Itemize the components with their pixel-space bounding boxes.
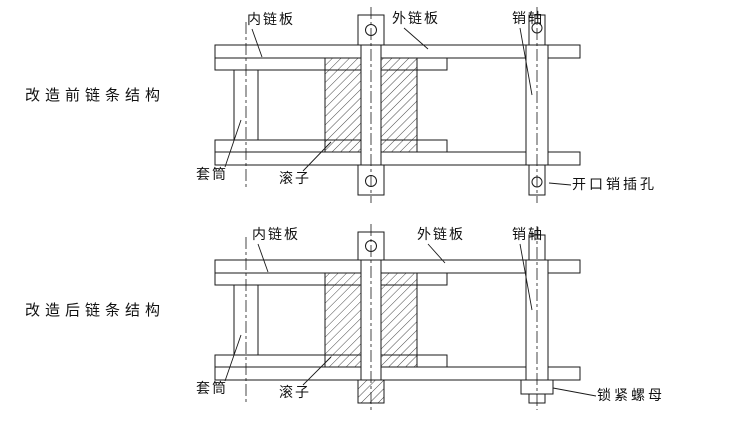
leader-lines-after (224, 243, 597, 397)
label-lock-nut-after: 锁紧螺母 (597, 389, 665, 404)
centerlines-after (245, 224, 538, 410)
roller-left (324, 57, 362, 153)
label-pin-before: 销轴 (512, 12, 544, 27)
roller-left (324, 272, 362, 368)
label-inner-plate-before: 内链板 (247, 13, 295, 28)
outer-plate-bottom (214, 366, 581, 381)
chain-after (214, 224, 597, 410)
label-outer-plate-after: 外链板 (417, 228, 465, 243)
middle-pin-body (360, 44, 382, 166)
label-sleeve-after: 套筒 (196, 382, 228, 397)
diagram-after-title: 改造后链条结构 (25, 303, 166, 319)
pin-body (525, 44, 549, 166)
label-pin-after: 销轴 (512, 228, 544, 243)
label-inner-plate-after: 内链板 (252, 228, 300, 243)
centerlines-before (245, 7, 538, 203)
roller-section-lines (325, 69, 417, 141)
label-sleeve-before: 套筒 (196, 168, 228, 183)
roller-right (380, 272, 418, 368)
diagram-before-title: 改造前链条结构 (25, 88, 166, 104)
label-outer-plate-before: 外链板 (392, 12, 440, 27)
roller-right (380, 57, 418, 153)
outer-plate-bottom (214, 151, 581, 166)
roller-section-lines (325, 284, 417, 356)
label-roller-before: 滚子 (279, 172, 311, 187)
leader-lines-before (224, 27, 572, 186)
chain-before (214, 7, 581, 203)
label-roller-after: 滚子 (279, 386, 311, 401)
label-cotter-hole-before: 开口销插孔 (572, 178, 657, 193)
